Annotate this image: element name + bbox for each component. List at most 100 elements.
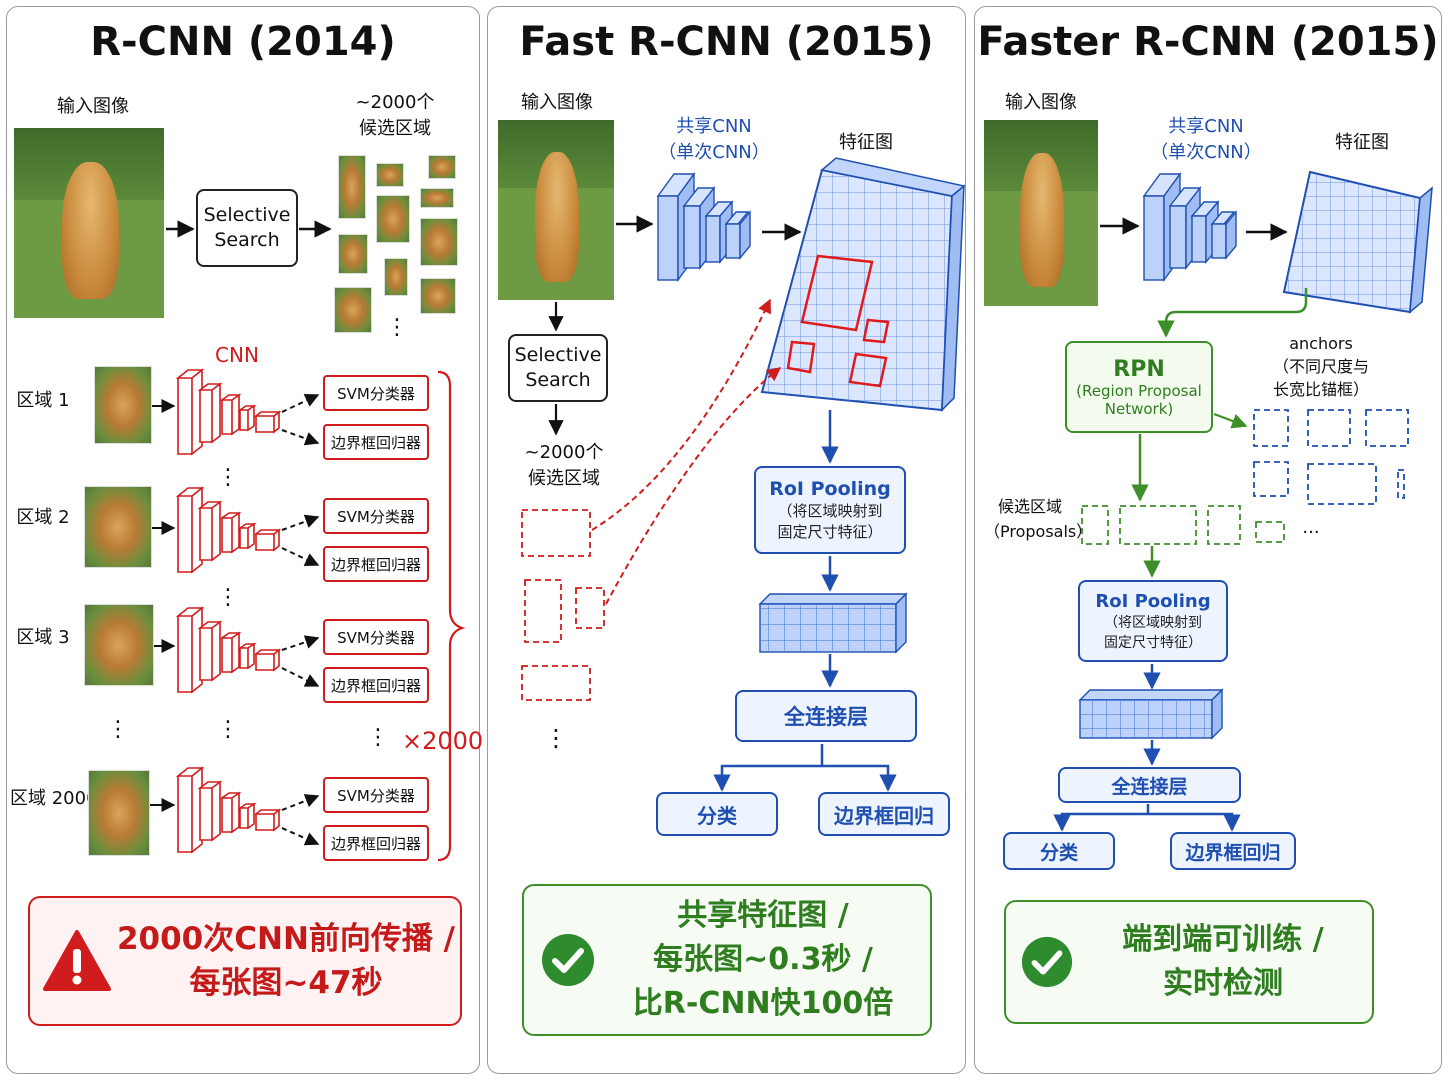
rcnn-warning-line2: 每张图~47秒 [189, 965, 383, 1001]
fast-candidates-line1: ~2000个 [524, 442, 604, 463]
faster-rpn-sub1: (Region Proposal [1076, 381, 1202, 400]
rcnn-input-label: 输入图像 [57, 96, 129, 117]
rcnn-title: R-CNN (2014) [90, 19, 396, 65]
check-circle-icon [1021, 936, 1073, 988]
faster-anchors-label: anchors （不同尺度与 长宽比锚框） [1266, 332, 1376, 401]
rcnn-candidate-thumb [420, 188, 454, 208]
fast-candidates-label: ~2000个 候选区域 [514, 440, 614, 492]
faster-fc-layer: 全连接层 [1058, 767, 1241, 803]
fast-shared-cnn-line2: （单次CNN） [658, 142, 770, 163]
rcnn-region-label: 区域 3 [16, 627, 70, 648]
faster-anchors-line3: 长宽比锚框） [1272, 380, 1369, 399]
rcnn-bbox-box: 边界框回归器 [323, 825, 429, 861]
faster-rpn-box: RPN (Region Proposal Network) [1065, 341, 1213, 433]
fast-roi-sub2: 固定尺寸特征） [777, 523, 883, 541]
rcnn-bbox-text: 边界框回归器 [330, 676, 421, 695]
rcnn-warning-line1: 2000次CNN前向传播 / [116, 921, 456, 957]
rcnn-region-label: 区域 2000 [10, 788, 98, 809]
rcnn-candidates-line2: 候选区域 [359, 118, 431, 139]
faster-input-image [984, 120, 1098, 306]
rcnn-svm-box: SVM分类器 [323, 777, 429, 813]
rcnn-candidates-line1: ~2000个 [355, 92, 435, 113]
fast-reg-box: 边界框回归 [818, 792, 950, 836]
faster-shared-cnn: 共享CNN （单次CNN） [1146, 114, 1266, 166]
rcnn-bbox-box: 边界框回归器 [323, 546, 429, 582]
rcnn-warning-banner: 2000次CNN前向传播 / 每张图~47秒 [28, 896, 462, 1026]
faster-roi-sub2: 固定尺寸特征） [1104, 634, 1202, 651]
rcnn-svm-box: SVM分类器 [323, 375, 429, 411]
faster-anchors-line2: （不同尺度与 [1272, 357, 1369, 376]
faster-input-label: 输入图像 [1005, 92, 1077, 113]
check-circle-icon [542, 934, 594, 986]
rcnn-candidates-label: ~2000个 候选区域 [345, 90, 445, 142]
faster-shared-cnn-line2: （单次CNN） [1150, 142, 1262, 163]
fast-selective-search: Selective Search [508, 334, 608, 402]
faster-ok-line1: 端到端可训练 / [1122, 922, 1324, 957]
fast-fc-text: 全连接层 [784, 705, 868, 729]
faster-reg-text: 边界框回归 [1185, 841, 1281, 864]
rcnn-candidate-thumb [376, 195, 410, 243]
rcnn-bbox-text: 边界框回归器 [330, 834, 421, 853]
rcnn-region-image [84, 486, 152, 568]
rcnn-bbox-box: 边界框回归器 [323, 424, 429, 460]
faster-rpn-title: RPN [1113, 356, 1165, 382]
fast-input-image [498, 120, 614, 300]
rcnn-multiplier: ×2000 [402, 727, 484, 755]
fast-ss-line1: Selective [514, 344, 602, 366]
rcnn-svm-text: SVM分类器 [337, 628, 415, 647]
fast-input-label: 输入图像 [521, 92, 593, 113]
fast-ss-line2: Search [525, 369, 591, 391]
rcnn-candidate-thumb [334, 287, 372, 333]
rcnn-bbox-text: 边界框回归器 [330, 433, 421, 452]
fast-title: Fast R-CNN (2015) [519, 19, 934, 65]
faster-proposals-label: 候选区域 （Proposals） [984, 494, 1093, 544]
rcnn-ss-line1: Selective [203, 204, 291, 226]
faster-title: Faster R-CNN (2015) [977, 19, 1439, 65]
fast-ok-line3: 比R-CNN快100倍 [632, 986, 894, 1021]
faster-proposals-line2: （Proposals） [984, 522, 1093, 541]
fast-cls-box: 分类 [656, 792, 778, 836]
fast-ok-banner: 共享特征图 / 每张图~0.3秒 / 比R-CNN快100倍 [522, 884, 932, 1036]
faster-ok-line2: 实时检测 [1163, 966, 1283, 1001]
fast-ok-line1: 共享特征图 / [677, 898, 849, 933]
faster-feature-map-label: 特征图 [1335, 132, 1389, 153]
fast-shared-cnn-line1: 共享CNN [676, 116, 752, 137]
rcnn-selective-search: Selective Search [196, 189, 298, 267]
faster-reg-box: 边界框回归 [1170, 832, 1296, 870]
faster-cls-box: 分类 [1003, 832, 1115, 870]
rcnn-candidate-thumb [338, 234, 368, 274]
rcnn-region-label: 区域 2 [16, 507, 70, 528]
rcnn-svm-text: SVM分类器 [337, 786, 415, 805]
rcnn-svm-text: SVM分类器 [337, 507, 415, 526]
rcnn-candidate-thumb [420, 218, 458, 266]
fast-roi-pooling: RoI Pooling （将区域映射到 固定尺寸特征） [754, 466, 906, 554]
rcnn-svm-text: SVM分类器 [337, 384, 415, 403]
faster-rpn-sub2: Network) [1104, 399, 1174, 418]
rcnn-input-image [14, 128, 164, 318]
rcnn-candidate-thumb [428, 155, 456, 179]
faster-roi-title: RoI Pooling [1095, 590, 1211, 612]
rcnn-region-image [88, 770, 150, 856]
rcnn-svm-box: SVM分类器 [323, 498, 429, 534]
fast-candidates-line2: 候选区域 [528, 468, 600, 489]
faster-roi-pooling: RoI Pooling （将区域映射到 固定尺寸特征） [1078, 580, 1228, 662]
rcnn-ss-line2: Search [214, 229, 280, 251]
fast-shared-cnn: 共享CNN （单次CNN） [654, 114, 774, 166]
rcnn-svm-box: SVM分类器 [323, 619, 429, 655]
faster-anchors-line1: anchors [1289, 334, 1353, 353]
faster-ok-banner: 端到端可训练 / 实时检测 [1004, 900, 1374, 1024]
faster-proposals-line1: 候选区域 [997, 497, 1062, 516]
faster-roi-sub1: （将区域映射到 [1104, 614, 1202, 631]
warning-icon [43, 930, 111, 991]
faster-cls-text: 分类 [1039, 841, 1078, 864]
fast-roi-sub1: （将区域映射到 [777, 502, 883, 520]
fast-cls-text: 分类 [697, 803, 737, 828]
fast-reg-text: 边界框回归 [834, 803, 934, 828]
fast-ok-line2: 每张图~0.3秒 / [653, 942, 873, 977]
fast-fc-layer: 全连接层 [735, 690, 917, 742]
fast-roi-title: RoI Pooling [769, 478, 891, 500]
fast-feature-map-label: 特征图 [839, 132, 893, 153]
rcnn-candidate-thumb [420, 278, 456, 314]
faster-ellipsis: ··· [1302, 522, 1320, 543]
rcnn-bbox-box: 边界框回归器 [323, 667, 429, 703]
